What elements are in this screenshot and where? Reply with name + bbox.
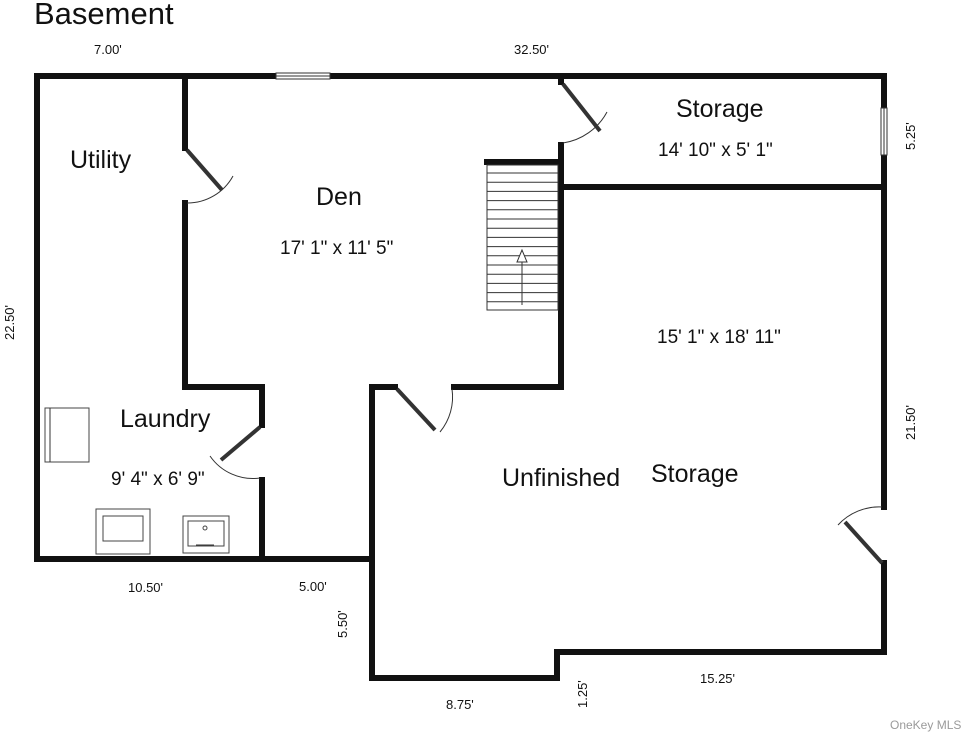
door-right [837,506,884,565]
window-top [275,72,331,80]
dim-bottom-left-unfinished: 8.75' [446,697,474,712]
sink-icon [182,515,230,554]
dim-step-vertical: 5.50' [335,610,350,638]
room-size-unfinished: 15' 1" x 18' 11" [657,327,781,348]
dim-bottom-step: 5.00' [299,579,327,594]
door-storage-top [561,82,608,144]
room-size-storage-top: 14' 10" x 5' 1" [658,140,773,161]
washer-icon [95,508,151,555]
dim-bottom-notch: 1.25' [575,680,590,708]
door-utility [185,148,234,204]
dim-bottom-right: 15.25' [700,671,735,686]
dim-bottom-laundry: 10.50' [128,580,163,595]
dim-left-side: 22.50' [2,305,17,340]
room-label-laundry: Laundry [120,405,211,433]
room-label-utility: Utility [70,146,132,174]
dim-right-top: 5.25' [903,122,918,150]
staircase [486,164,559,311]
watermark: OneKey MLS [890,718,961,732]
room-label-unfinished-storage: Storage [651,460,739,488]
walls [34,73,887,681]
dim-top-left: 7.00' [94,42,122,57]
plan-title: Basement [34,0,174,31]
room-label-den: Den [316,183,362,211]
door-unfinished [395,387,454,433]
dim-top-right: 32.50' [514,42,549,57]
room-size-den: 17' 1" x 11' 5" [280,238,393,259]
door-laundry [209,425,262,479]
window-right [880,107,888,156]
dim-right-middle: 21.50' [903,405,918,440]
room-label-storage-top: Storage [676,95,764,123]
stair-up-arrow-icon [516,248,528,263]
dryer-icon [44,407,90,463]
room-size-laundry: 9' 4" x 6' 9" [111,469,205,490]
room-label-unfinished: Unfinished [502,464,620,492]
